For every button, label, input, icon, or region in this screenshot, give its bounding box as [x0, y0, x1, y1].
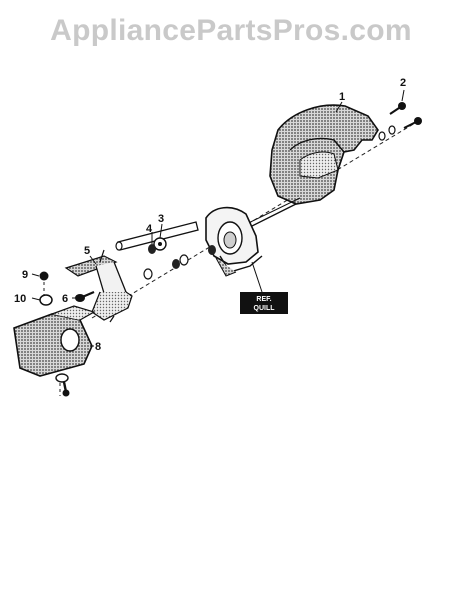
- callout-10: 10: [14, 293, 26, 305]
- callout-3: 3: [158, 213, 164, 225]
- blade-guard-part: [231, 104, 379, 237]
- callout-1: 1: [339, 91, 345, 103]
- pivot-pin: [115, 221, 199, 251]
- callout-2: 2: [400, 77, 406, 89]
- screw-part-2: [378, 102, 422, 141]
- callout-labels: 1 2 3 4 5 6 8 9 10: [14, 77, 406, 353]
- nut-part-9: [39, 271, 49, 281]
- washer-part-10: [39, 294, 53, 306]
- watermark-text: AppliancePartsPros.com: [50, 14, 412, 47]
- callout-8: 8: [95, 341, 101, 353]
- bracket-part-5: [64, 249, 133, 323]
- callout-4: 4: [146, 223, 153, 235]
- handle-block-part-8: [13, 305, 96, 377]
- ref-box-line2: QUILL: [254, 305, 276, 312]
- quill-hub: [205, 206, 263, 277]
- callout-5: 5: [84, 245, 90, 257]
- callout-9: 9: [22, 269, 28, 281]
- washer-set: [143, 237, 216, 280]
- ref-box-line1: REF.: [256, 296, 271, 303]
- callout-leaders: [31, 89, 405, 347]
- screw-part-6: [75, 290, 95, 302]
- bottom-screw: [55, 373, 70, 397]
- callout-6: 6: [62, 293, 68, 305]
- ref-quill-box: REF. QUILL: [240, 292, 288, 314]
